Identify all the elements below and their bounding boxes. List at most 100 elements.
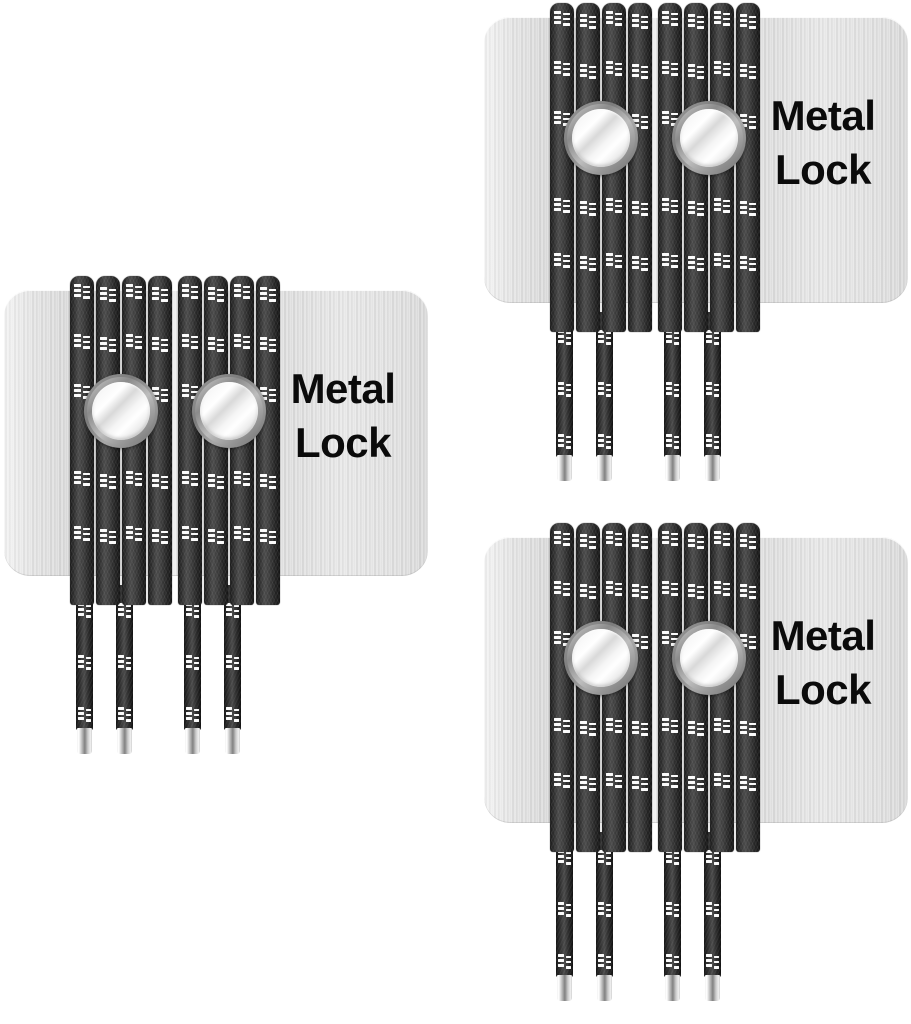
metal-lock-icon[interactable] xyxy=(672,621,746,695)
metal-lock-icon[interactable] xyxy=(192,374,266,448)
reflective-dash-icon xyxy=(606,198,622,213)
lace-tail xyxy=(664,832,681,977)
reflective-dash-icon xyxy=(182,526,198,541)
reflective-dash-icon xyxy=(740,201,756,216)
reflective-dash-icon xyxy=(714,198,730,213)
reflective-dash-icon xyxy=(740,584,756,599)
metal-lock-icon[interactable] xyxy=(84,374,158,448)
lace-tail xyxy=(596,832,613,977)
lace-aglet-icon xyxy=(597,975,612,1001)
reflective-dash-icon xyxy=(152,529,168,544)
reflective-dash-icon xyxy=(554,718,570,733)
reflective-dash-icon xyxy=(632,64,648,79)
reflective-dash-icon xyxy=(100,474,116,489)
reflective-dash-icon xyxy=(688,776,704,791)
reflective-dash-icon xyxy=(706,902,719,917)
reflective-dash-icon xyxy=(260,529,276,544)
reflective-dash-icon xyxy=(606,531,622,546)
plate-label-line1: Metal xyxy=(770,612,876,659)
reflective-dash-icon xyxy=(714,581,730,596)
lace-tail xyxy=(556,832,573,977)
reflective-dash-icon xyxy=(208,529,224,544)
reflective-dash-icon xyxy=(598,382,611,397)
reflective-dash-icon xyxy=(260,287,276,302)
lace-tail xyxy=(116,585,133,730)
lace-cord xyxy=(628,3,652,332)
reflective-dash-icon xyxy=(208,337,224,352)
reflective-dash-icon xyxy=(118,655,131,670)
reflective-dash-icon xyxy=(554,581,570,596)
reflective-dash-icon xyxy=(662,773,678,788)
lace-tail xyxy=(556,312,573,457)
reflective-dash-icon xyxy=(78,655,91,670)
reflective-dash-icon xyxy=(580,64,596,79)
reflective-dash-icon xyxy=(558,902,571,917)
lace-aglet-icon xyxy=(557,455,572,481)
lace-cord xyxy=(550,523,574,852)
lace-cord xyxy=(658,3,682,332)
metal-lock-icon[interactable] xyxy=(564,101,638,175)
reflective-dash-icon xyxy=(706,850,719,865)
reflective-dash-icon xyxy=(714,253,730,268)
reflective-dash-icon xyxy=(740,534,756,549)
reflective-dash-icon xyxy=(706,330,719,345)
lace-aglet-icon xyxy=(665,455,680,481)
reflective-dash-icon xyxy=(260,337,276,352)
reflective-dash-icon xyxy=(598,330,611,345)
metal-lock-face xyxy=(680,109,738,167)
reflective-dash-icon xyxy=(558,434,571,449)
reflective-dash-icon xyxy=(606,253,622,268)
reflective-dash-icon xyxy=(666,382,679,397)
reflective-dash-icon xyxy=(714,531,730,546)
metal-lock-face xyxy=(200,382,258,440)
reflective-dash-icon xyxy=(554,198,570,213)
reflective-dash-icon xyxy=(78,707,91,722)
reflective-dash-icon xyxy=(606,581,622,596)
lace-tail xyxy=(224,585,241,730)
reflective-dash-icon xyxy=(74,334,90,349)
lace-cord xyxy=(658,523,682,852)
reflective-dash-icon xyxy=(740,776,756,791)
reflective-dash-icon xyxy=(632,584,648,599)
reflective-dash-icon xyxy=(598,954,611,969)
reflective-dash-icon xyxy=(100,529,116,544)
reflective-dash-icon xyxy=(666,954,679,969)
reflective-dash-icon xyxy=(74,284,90,299)
reflective-dash-icon xyxy=(186,707,199,722)
lace-aglet-icon xyxy=(665,975,680,1001)
reflective-dash-icon xyxy=(234,526,250,541)
reflective-dash-icon xyxy=(688,534,704,549)
reflective-dash-icon xyxy=(740,256,756,271)
lace-aglet-icon xyxy=(117,728,132,754)
reflective-dash-icon xyxy=(706,382,719,397)
plate-label-line2: Lock xyxy=(774,665,872,713)
reflective-dash-icon xyxy=(714,773,730,788)
reflective-dash-icon xyxy=(606,11,622,26)
reflective-dash-icon xyxy=(666,434,679,449)
lace-aglet-icon xyxy=(597,455,612,481)
reflective-dash-icon xyxy=(662,253,678,268)
metal-lock-face xyxy=(680,629,738,687)
reflective-dash-icon xyxy=(688,721,704,736)
reflective-dash-icon xyxy=(598,434,611,449)
reflective-dash-icon xyxy=(662,718,678,733)
reflective-dash-icon xyxy=(666,850,679,865)
plate-label-line2: Lock xyxy=(294,418,392,466)
reflective-dash-icon xyxy=(554,253,570,268)
reflective-dash-icon xyxy=(688,201,704,216)
lace-tail xyxy=(596,312,613,457)
reflective-dash-icon xyxy=(740,64,756,79)
reflective-dash-icon xyxy=(226,707,239,722)
metal-lock-icon[interactable] xyxy=(672,101,746,175)
reflective-dash-icon xyxy=(598,850,611,865)
reflective-dash-icon xyxy=(74,471,90,486)
reflective-dash-icon xyxy=(182,284,198,299)
reflective-dash-icon xyxy=(126,334,142,349)
metal-lock-icon[interactable] xyxy=(564,621,638,695)
lace-aglet-icon xyxy=(705,975,720,1001)
